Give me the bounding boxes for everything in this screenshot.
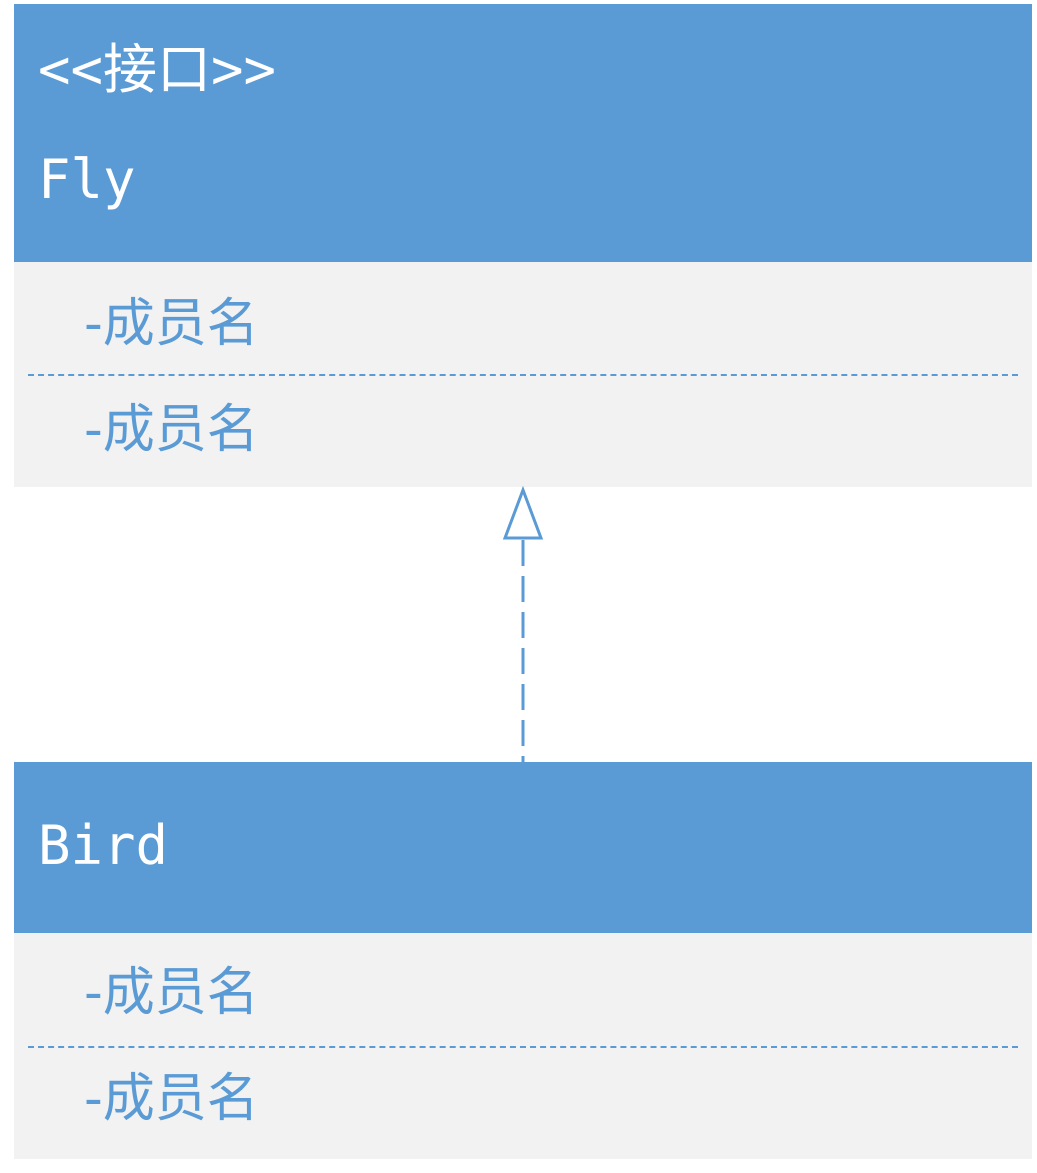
member-fly-1: -成员名 [84,294,259,354]
class-header-bird: Bird [14,762,1032,933]
interface-stereotype: <<接口>> [38,38,277,101]
member-separator-bird [28,1046,1018,1048]
class-header-fly: <<接口>> Fly [14,4,1032,262]
class-box-bird: Bird -成员名 -成员名 [14,762,1032,1159]
class-members-bird: -成员名 -成员名 [14,933,1032,1159]
member-bird-1: -成员名 [84,963,259,1023]
member-bird-2: -成员名 [84,1069,259,1129]
class-box-fly: <<接口>> Fly -成员名 -成员名 [14,4,1032,487]
class-name-bird: Bird [38,814,169,877]
class-members-fly: -成员名 -成员名 [14,262,1032,487]
member-fly-2: -成员名 [84,400,259,460]
hollow-triangle-arrowhead [502,485,544,540]
class-name-fly: Fly [38,148,136,211]
member-separator-fly [28,374,1018,376]
